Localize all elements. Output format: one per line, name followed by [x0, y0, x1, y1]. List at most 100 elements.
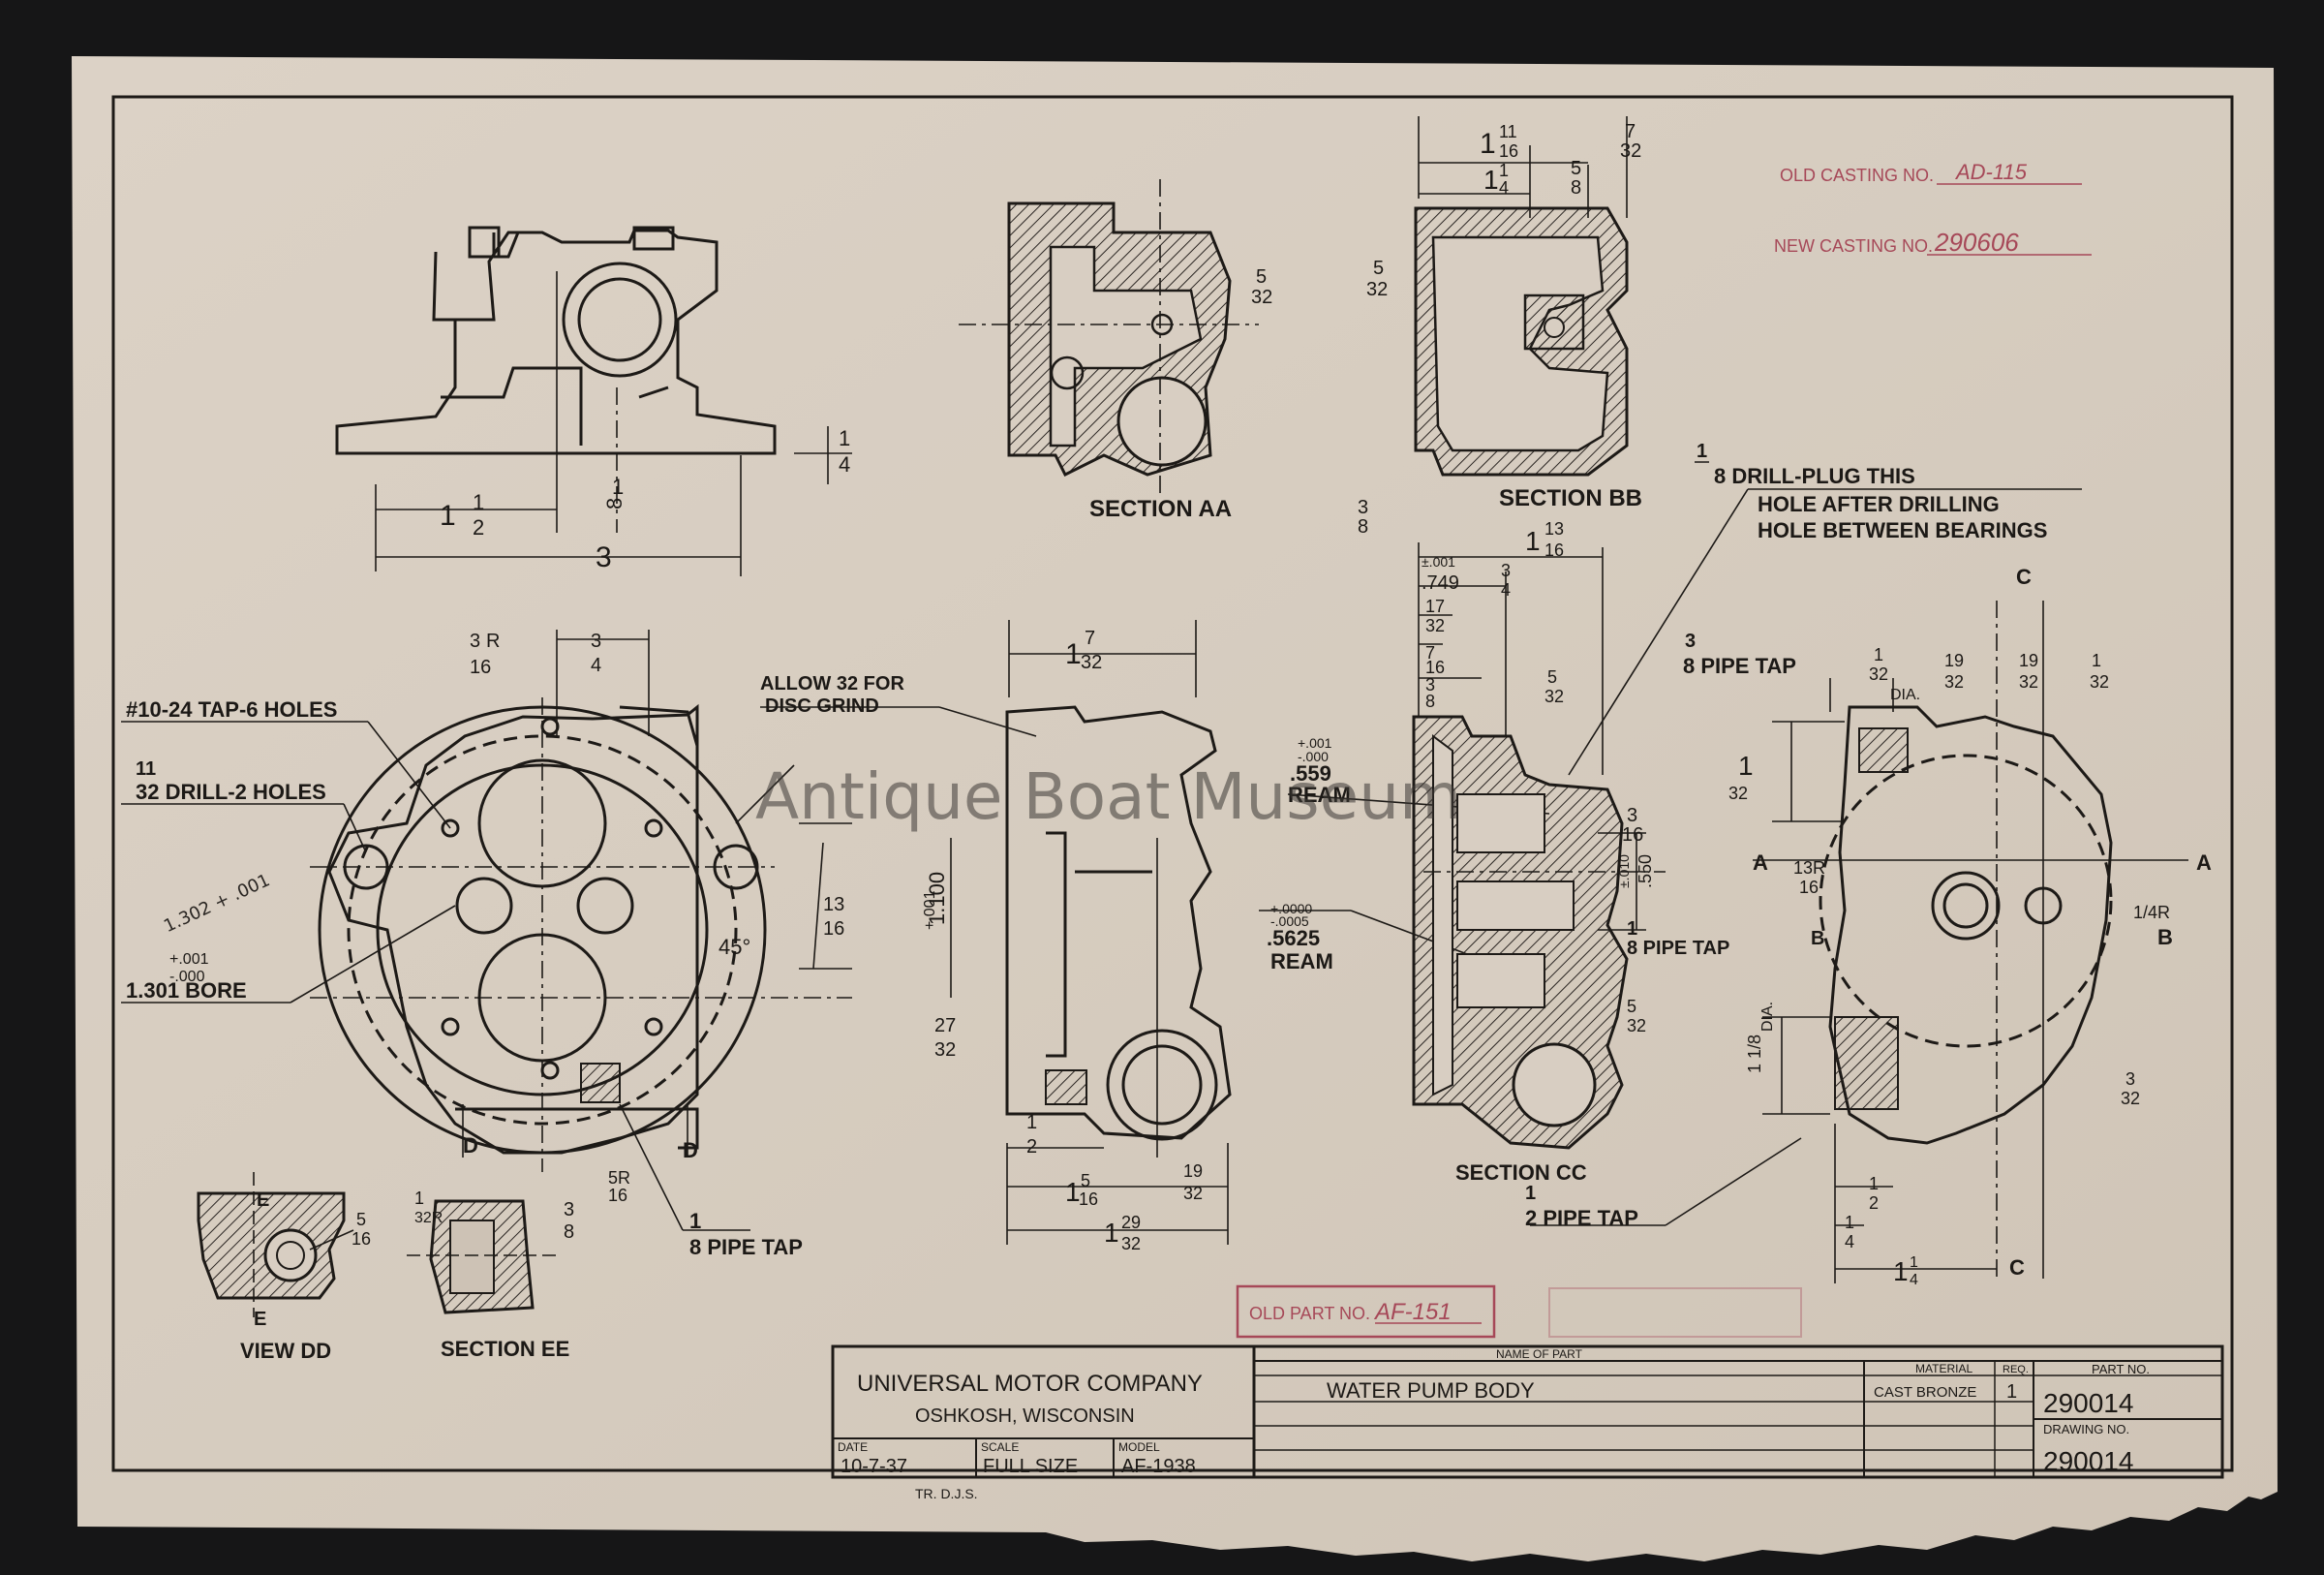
new-casting-value: 290606 — [1934, 228, 2019, 257]
svg-text:8: 8 — [1425, 692, 1435, 711]
front-view-centerlines — [310, 697, 852, 1172]
bb-dim-5-8-num: 5 — [1571, 158, 1581, 179]
drill-plug-note: 1 8 DRILL-PLUG THIS HOLE AFTER DRILLING … — [1568, 441, 2082, 776]
company-location: OSHKOSH, WISCONSIN — [915, 1405, 1135, 1427]
bb-dim-1-1-4: 1 — [1483, 165, 1499, 195]
req-value: 1 — [2006, 1381, 2017, 1403]
cc-dim-3-4: 3 — [1501, 561, 1511, 580]
title-block — [831, 1344, 2224, 1479]
border-frame — [111, 95, 2234, 1472]
arrow-d-right: D — [683, 1138, 698, 1162]
section-cc-label: SECTION CC — [1455, 1160, 1587, 1185]
dim-3: 3 — [596, 541, 612, 573]
scale-label: SCALE — [981, 1440, 1019, 1454]
svg-text:32: 32 — [1121, 1234, 1141, 1253]
material-value: CAST BRONZE — [1874, 1384, 1976, 1401]
svg-text:29: 29 — [1121, 1213, 1141, 1232]
re-dim-dia: DIA. — [1890, 687, 1920, 703]
date-label: DATE — [838, 1440, 868, 1454]
svg-text:32: 32 — [1081, 652, 1102, 673]
note-pipe-tap-3-8: 8 PIPE TAP — [1683, 654, 1796, 678]
bb-dim-5-8-den: 8 — [1571, 177, 1581, 199]
bb-dim-1-4-den: 4 — [1499, 178, 1509, 198]
svg-text:32: 32 — [1627, 1016, 1646, 1035]
dim-1100: 1.100 — [925, 872, 949, 925]
section-bb-view — [1414, 206, 1629, 477]
section-bb-dims — [1418, 116, 1628, 218]
re-dim-1-4: 1 — [1845, 1213, 1854, 1232]
re-dim-1-1-8: 1 1/8 — [1745, 1035, 1764, 1073]
paper-sheet — [72, 56, 2278, 1561]
note-drill-holes: 32 DRILL-2 HOLES — [136, 780, 326, 804]
bb-dim-5-32-num: 5 — [1373, 258, 1384, 279]
svg-text:R: R — [486, 631, 500, 652]
cc-dim-550: .550 — [1636, 854, 1655, 888]
arrow-a-left: A — [1753, 850, 1768, 875]
svg-text:OLD CASTING NO.: OLD CASTING NO. — [1780, 166, 1934, 185]
scale-value: FULL SIZE — [983, 1456, 1078, 1477]
svg-text:HOLE BETWEEN BEARINGS: HOLE BETWEEN BEARINGS — [1758, 518, 2047, 542]
svg-text:32: 32 — [934, 1039, 956, 1061]
svg-text:32R: 32R — [414, 1210, 443, 1226]
dim-45: 45° — [719, 935, 750, 959]
arrow-e-top: E — [257, 1189, 269, 1211]
arrow-e-bottom: E — [254, 1309, 266, 1330]
bb-dim-1-11-16: 1 — [1480, 128, 1496, 160]
svg-text:32: 32 — [1728, 784, 1748, 803]
side-dim-1-5-16: 1 — [1065, 1177, 1081, 1207]
svg-text:5: 5 — [1081, 1171, 1090, 1190]
bb-dim-5-32-den: 32 — [1366, 279, 1388, 300]
bb-dim-1-4-num: 1 — [1499, 161, 1509, 180]
re-dim-1-1-32: 1 — [1738, 751, 1754, 781]
svg-text:32: 32 — [2019, 672, 2038, 692]
cc-dim-550-tol: ±.010 — [1616, 854, 1632, 888]
bb-dim-16: 16 — [1499, 141, 1518, 161]
dim-559: .559 — [1290, 761, 1331, 786]
side-view — [1005, 705, 1232, 1141]
dim-1-8-a: 1 — [612, 475, 624, 499]
note-pipe-tap-3-8-num: 3 — [1685, 631, 1696, 652]
svg-text:2: 2 — [1026, 1136, 1037, 1158]
dim-1-1-2-den: 2 — [473, 515, 484, 540]
note-disc-grind: DISC GRIND — [765, 695, 879, 717]
bb-dim-3-8-den: 8 — [1358, 516, 1368, 538]
arrow-c-top: C — [2016, 565, 2032, 589]
svg-text:32: 32 — [1869, 664, 1888, 684]
svg-text:16: 16 — [352, 1229, 371, 1249]
ee-dim-1-32r: 1 — [414, 1189, 424, 1208]
note-bore: 1.301 BORE — [126, 978, 247, 1003]
svg-text:32: 32 — [2121, 1089, 2140, 1108]
cc-dim-3-16: 3 — [1627, 805, 1637, 826]
name-of-part-value: WATER PUMP BODY — [1327, 1378, 1535, 1403]
new-casting-stamp: NEW CASTING NO. 290606 — [1774, 228, 2092, 257]
section-cc — [1412, 715, 1666, 1150]
part-no-value: 290014 — [2043, 1388, 2133, 1418]
tracer-initials: TR. D.J.S. — [915, 1486, 978, 1501]
note-pipe-tap-1-8-label: 8 PIPE TAP — [689, 1235, 803, 1259]
bb-dim-7-32-den: 32 — [1620, 140, 1641, 162]
old-part-value: AF-151 — [1373, 1299, 1452, 1325]
dim-3-4-num: 3 — [591, 631, 601, 652]
bb-dim-7-32-num: 7 — [1625, 121, 1636, 142]
old-casting-value: AD-115 — [1954, 160, 2028, 184]
note-drill-11: 11 — [136, 758, 156, 780]
ream-559-tol-plus: +.001 — [1298, 735, 1332, 751]
re-dim-1-4r: 1/4R — [2133, 903, 2170, 922]
dim-5r-16: 5R — [608, 1168, 630, 1188]
part-no-label: PART NO. — [2092, 1362, 2150, 1376]
re-dim-dia-b: DIA. — [1759, 1002, 1776, 1032]
note-tap-holes: #10-24 TAP-6 HOLES — [126, 697, 337, 722]
re-dim-1-2: 1 — [1869, 1174, 1879, 1193]
name-of-part-label: NAME OF PART — [1496, 1347, 1583, 1361]
cc-dim-3-8: 3 — [1425, 675, 1435, 695]
re-dim-1-32: 1 — [1874, 645, 1883, 664]
bore-tol-minus: -.000 — [169, 969, 205, 985]
dim-1-1-2: 1 — [440, 500, 456, 532]
company-name: UNIVERSAL MOTOR COMPANY — [857, 1371, 1203, 1397]
svg-text:32: 32 — [1183, 1184, 1203, 1203]
side-dim-27-32: 27 — [934, 1015, 956, 1036]
svg-text:1: 1 — [1697, 441, 1707, 462]
svg-text:32: 32 — [1944, 672, 1964, 692]
section-ee — [407, 1199, 562, 1314]
